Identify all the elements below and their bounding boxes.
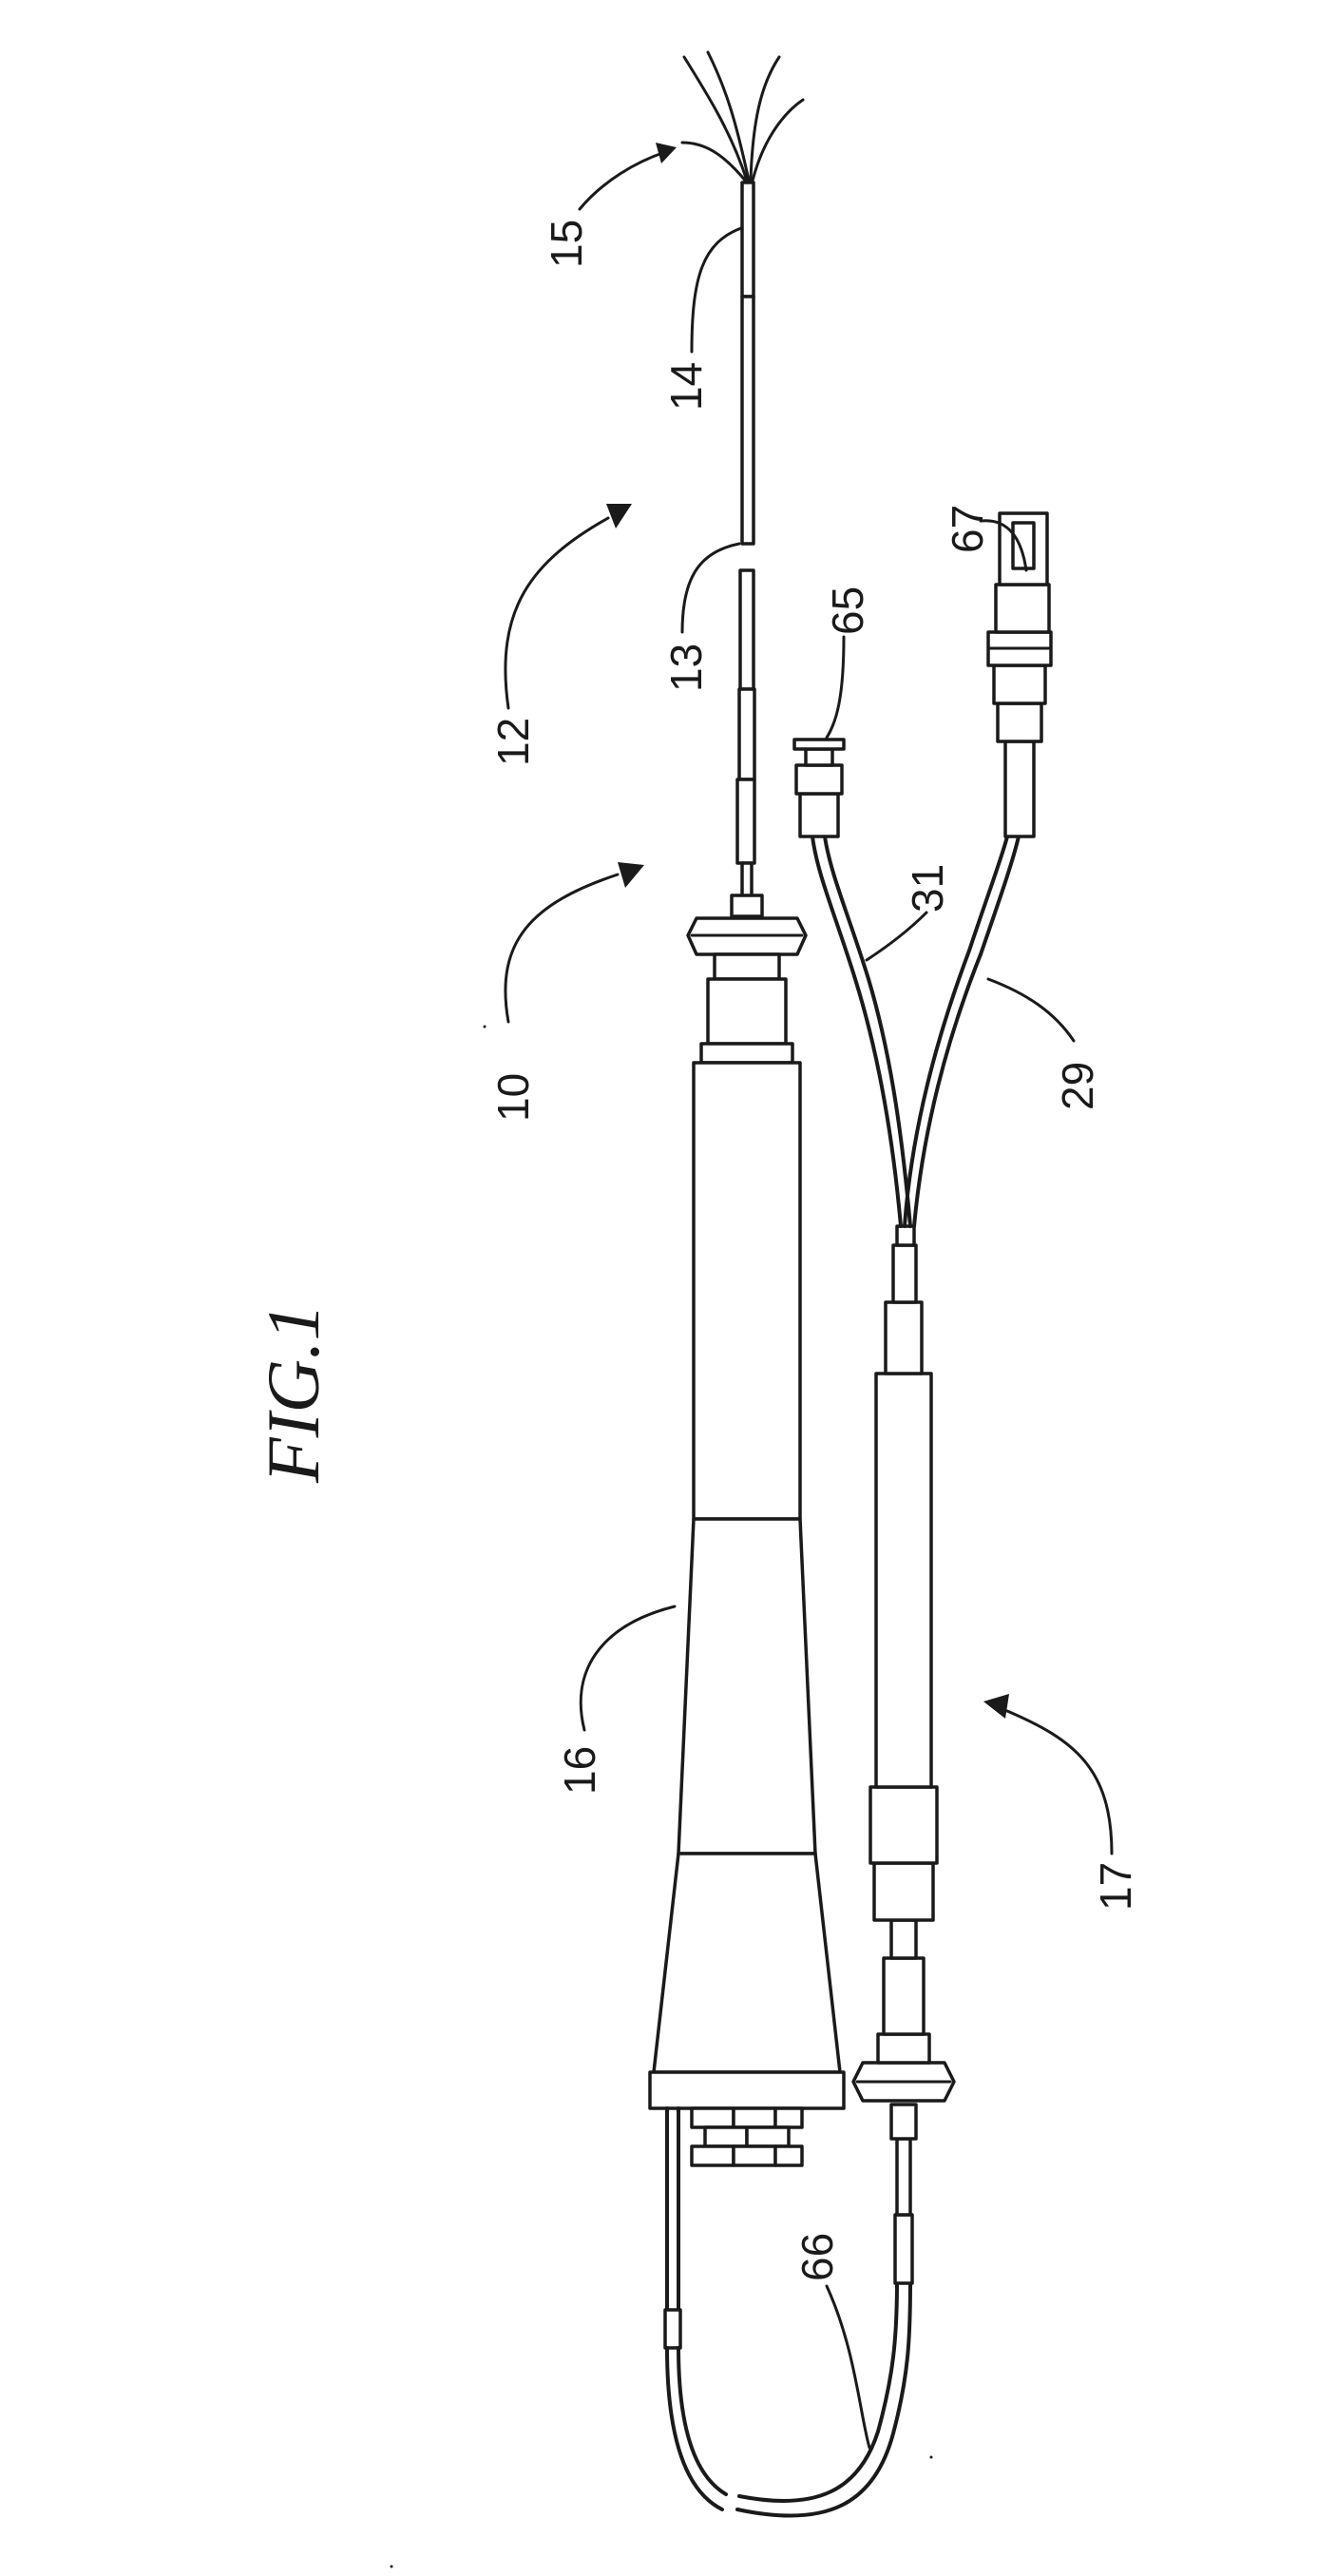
ref-10: 10 (488, 1073, 538, 1122)
ref-31: 31 (903, 864, 952, 913)
handle-barrel (694, 1063, 800, 1519)
ref-13: 13 (661, 644, 711, 692)
ref-16: 16 (555, 1746, 604, 1795)
handle-flare (678, 1519, 815, 1854)
middle-shaft-section (740, 570, 754, 689)
tip-fiber (682, 143, 747, 183)
tip-fiber (684, 57, 747, 181)
handle-neck (708, 979, 786, 1044)
secondary-device (853, 1226, 954, 2139)
ref-66: 66 (792, 2233, 842, 2281)
ref-29: 29 (1053, 1062, 1102, 1110)
handle-shoulder (701, 1044, 792, 1063)
ref-65: 65 (823, 586, 872, 635)
distal-tip-section (742, 183, 754, 297)
device-body (876, 1374, 931, 1787)
shaft-sleeve (737, 779, 754, 863)
distal-shaft-section (742, 297, 754, 544)
ref-17: 17 (1091, 1862, 1140, 1911)
tip-fiber (751, 57, 779, 181)
luer-fitting (794, 740, 844, 836)
catheter-shaft (682, 52, 803, 899)
ref-12: 12 (488, 718, 538, 766)
handle-ring (715, 954, 779, 979)
ref-14: 14 (661, 362, 711, 411)
catheter-handle (650, 895, 844, 2165)
figure-title: FIG.1 (252, 1304, 334, 1484)
device-collar (870, 1787, 937, 1863)
ref-67: 67 (943, 505, 992, 553)
handle-collar (732, 895, 762, 916)
proximal-shaft-section (739, 689, 754, 779)
connecting-cable-loop (665, 2108, 912, 2516)
handle-end-cap (650, 2072, 844, 2108)
handle-base (654, 1854, 840, 2072)
electrical-connector (988, 513, 1051, 836)
ref-15: 15 (542, 220, 591, 268)
tip-fiber (753, 100, 803, 181)
